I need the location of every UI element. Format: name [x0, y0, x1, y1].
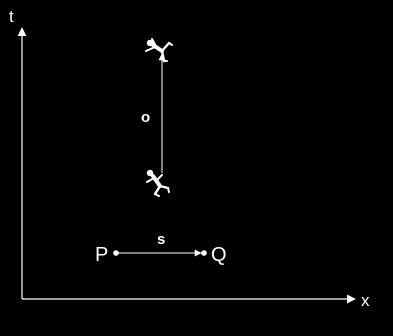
- falling-person-icon: [146, 169, 170, 197]
- time-interval-label: o: [141, 109, 150, 126]
- point-q: [201, 250, 207, 256]
- t-axis-label: t: [9, 7, 14, 26]
- point-p-label: P: [95, 244, 108, 266]
- x-axis-label: x: [361, 291, 370, 310]
- space-interval-label: s: [157, 231, 165, 248]
- space-interval: P Q s: [95, 231, 227, 266]
- point-p: [113, 250, 119, 256]
- time-interval: o: [141, 38, 173, 197]
- falling-person-icon: [145, 38, 173, 63]
- point-q-label: Q: [211, 244, 227, 266]
- axes: t x: [9, 7, 370, 310]
